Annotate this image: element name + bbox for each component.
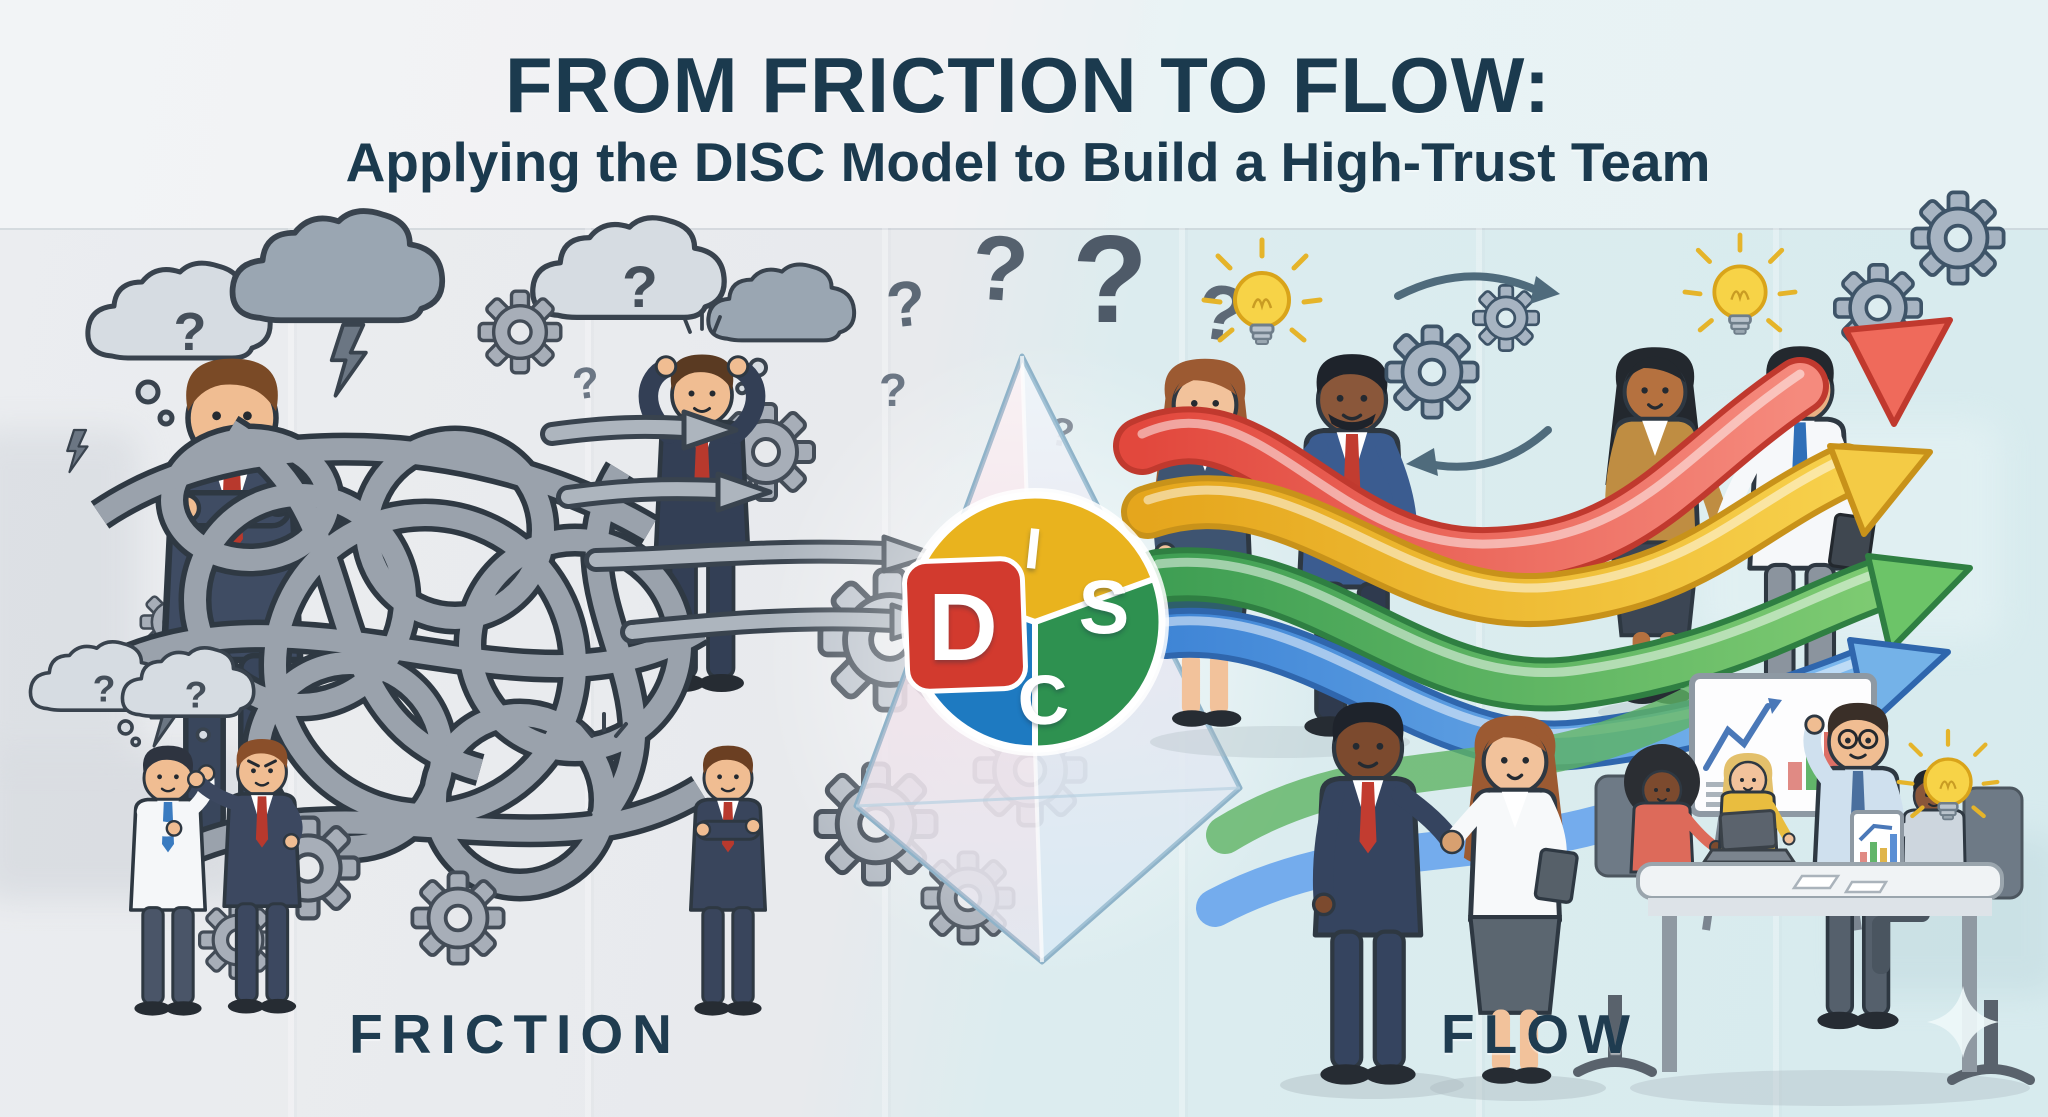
svg-text:?: ? — [883, 266, 929, 342]
gray-arrow-icon — [556, 471, 773, 513]
gear-icon — [1910, 190, 2006, 286]
flow-ribbon-red — [1113, 317, 1953, 586]
disc-letter-d: D — [928, 574, 998, 681]
disc-d-badge — [902, 556, 1028, 694]
clash-lines-icon — [580, 712, 628, 738]
background-wall — [0, 0, 2048, 230]
thought-cloud-icon: ? — [28, 640, 164, 748]
laptop-icon — [1701, 809, 1797, 864]
page-subtitle: Applying the DISC Model to Build a High-… — [345, 131, 1711, 193]
gray-arrow-icon — [540, 409, 739, 451]
disc-logo — [901, 488, 1169, 756]
flow-scene — [1113, 190, 2035, 1106]
question-mark-icon: ? ? ? ? ? ? ? ? — [569, 211, 1251, 457]
svg-text:?: ? — [174, 302, 207, 362]
disc-letter-c: C — [1015, 659, 1071, 741]
svg-text:?: ? — [1072, 211, 1148, 349]
lightbulb-icon — [1685, 235, 1795, 334]
flow-ribbon-green — [1131, 547, 1973, 712]
handshake-icon — [1439, 829, 1465, 855]
svg-text:?: ? — [93, 668, 116, 710]
thought-cloud-icon: ? — [88, 263, 270, 427]
friction-label: FRICTION — [349, 1003, 681, 1065]
arguing-person-right — [186, 737, 303, 1016]
friction-scene: ? ? ? ? ? ? ? ? ? — [28, 211, 1252, 1018]
svg-text:?: ? — [569, 357, 602, 409]
flow-ribbon-yellow — [1121, 443, 1933, 627]
thought-cloud-icon: ? — [533, 218, 724, 320]
gear-cycle-icon — [1384, 272, 1560, 476]
meeting-table — [1636, 862, 2004, 1072]
svg-text:?: ? — [968, 216, 1031, 322]
disc-letter-s: S — [1078, 565, 1130, 651]
thought-cloud-icon: ? — [120, 646, 256, 743]
sparkle-icon — [1927, 986, 1999, 1058]
person-woman — [1443, 716, 1579, 1084]
svg-text:?: ? — [622, 255, 658, 320]
meeting-table-scene — [1573, 673, 2035, 1106]
crossed-arms-person — [688, 743, 768, 1018]
svg-text:?: ? — [185, 674, 208, 716]
page-title: FROM FRICTION TO FLOW: — [505, 41, 1551, 129]
seated-person — [1624, 744, 1723, 874]
flow-label: FLOW — [1441, 1003, 1639, 1065]
handshake-pair — [1280, 702, 1606, 1101]
